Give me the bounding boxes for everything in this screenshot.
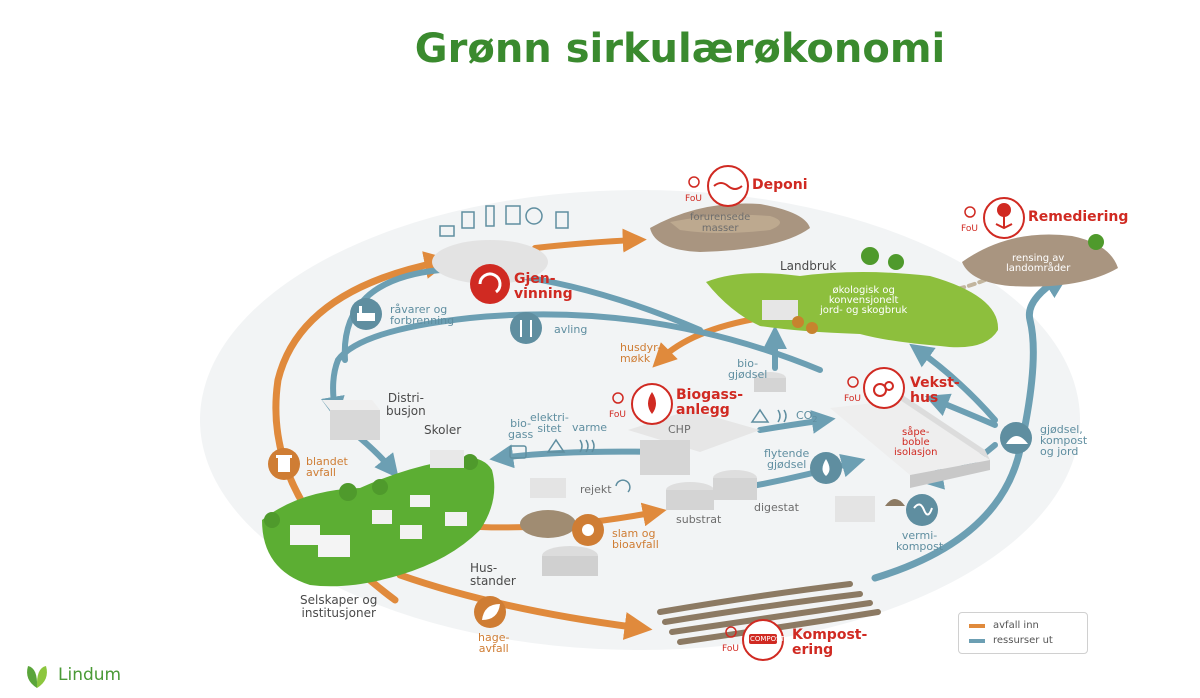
arrow-to-veksthus bbox=[924, 393, 998, 428]
trash-bin-icon bbox=[276, 455, 292, 472]
remediering-label: Remediering bbox=[1028, 209, 1129, 225]
fou-label-kompost: FoU bbox=[722, 644, 739, 654]
deponi-label: Deponi bbox=[752, 177, 808, 193]
recycle-icon bbox=[478, 272, 502, 294]
chp-label: CHP bbox=[668, 423, 691, 436]
kompostering-label: Kompost- ering bbox=[792, 627, 868, 658]
arrow-outer-bottom-blue bbox=[871, 271, 1071, 582]
deponi-sub: forurensede masser bbox=[690, 212, 751, 234]
arrow-gjenvinning-to-deponi bbox=[532, 228, 647, 253]
kompost-rows bbox=[657, 581, 881, 645]
recycle-small-icon bbox=[615, 479, 631, 493]
landbruk-label: Landbruk bbox=[780, 259, 837, 273]
vermikompost-label: vermi- kompost bbox=[896, 529, 944, 553]
remediering-mound bbox=[962, 234, 1118, 287]
husdyrmokk-label: husdyr- møkk bbox=[620, 341, 661, 365]
hageavfall-label: hage- avfall bbox=[478, 631, 510, 655]
slam-label: slam og bioavfall bbox=[612, 527, 659, 551]
arrow-energy-to-city bbox=[489, 444, 663, 469]
biogass-label: Biogass- anlegg bbox=[676, 387, 744, 418]
bubbles-icon bbox=[873, 381, 894, 397]
landbruk-sub: økologisk og konvensjonelt jord- og skog… bbox=[820, 285, 908, 316]
landbruk-field bbox=[706, 272, 999, 348]
co2-subscript: 2 bbox=[812, 415, 818, 425]
varme-label: varme bbox=[572, 421, 608, 434]
digestat-label: digestat bbox=[754, 501, 799, 514]
apple-core-icon bbox=[582, 524, 594, 536]
biogjodsel-label: bio- gjødsel bbox=[728, 357, 768, 381]
remediering-sub: rensing av landområder bbox=[1006, 253, 1071, 274]
waves-icon bbox=[713, 182, 743, 190]
soil-pile-icon bbox=[1006, 436, 1028, 444]
page-title: Grønn sirkulærøkonomi bbox=[414, 26, 946, 72]
heat-icon-2 bbox=[777, 409, 787, 423]
biogass-plant bbox=[628, 372, 786, 510]
legend-text-waste-in: avfall inn bbox=[993, 620, 1039, 631]
water-drop-icon bbox=[822, 459, 830, 476]
lindum-logo-text: Lindum bbox=[58, 665, 122, 685]
arrow-right-loop-blue bbox=[909, 343, 998, 423]
flame-icon bbox=[648, 392, 656, 414]
fou-label-remediering: FoU bbox=[961, 224, 978, 234]
bus-icon bbox=[509, 445, 527, 459]
veksthus-greenhouse bbox=[830, 392, 990, 488]
selskaper-label: Selskaper og institusjoner bbox=[300, 593, 378, 620]
rejekt-label: rejekt bbox=[580, 483, 612, 496]
co2-text: CO bbox=[796, 409, 813, 422]
arrow-distribusjon-to-city bbox=[357, 435, 399, 479]
legend-text-resources-out: ressurser ut bbox=[993, 635, 1053, 646]
veksthus-label: Vekst- hus bbox=[910, 375, 960, 406]
elektrisitet-label: elektri- sitet bbox=[530, 411, 569, 435]
skoler-label: Skoler bbox=[424, 423, 462, 437]
factory-icon bbox=[357, 306, 375, 321]
ravarer-label: råvarer og forbrenning bbox=[390, 303, 455, 327]
worm-icon bbox=[913, 503, 933, 516]
heat-icon bbox=[579, 439, 595, 453]
gjenvinning-platform bbox=[432, 240, 548, 284]
husstander-label: Hus- stander bbox=[470, 561, 516, 588]
leaf-icon bbox=[482, 604, 500, 620]
veksthus-sub: såpe- boble isolasjon bbox=[894, 427, 938, 458]
compost-badge-text: COMPOST bbox=[750, 635, 785, 643]
trees bbox=[264, 234, 1104, 528]
lindum-logo-icon bbox=[27, 666, 47, 688]
fou-label-biogass: FoU bbox=[609, 410, 626, 420]
biogas-label: bio- gass bbox=[508, 417, 534, 441]
compost-badge-icon bbox=[749, 634, 777, 644]
blandet-avfall-label: blandet avfall bbox=[306, 455, 348, 479]
cow-pig-icons bbox=[792, 316, 818, 334]
legend-swatch-waste-in bbox=[969, 624, 985, 628]
buildings bbox=[290, 300, 875, 557]
fou-label-veksthus: FoU bbox=[844, 394, 861, 404]
legend-swatch-resources-out bbox=[969, 639, 985, 643]
cutlery-icon bbox=[520, 320, 532, 337]
gjodsel-kompost-label: gjødsel, kompost og jord bbox=[1040, 423, 1088, 458]
legend: avfall inn ressurser ut bbox=[958, 612, 1088, 654]
distribusjon-label: Distri- busjon bbox=[386, 391, 426, 418]
substrat-label: substrat bbox=[676, 513, 722, 526]
co2-label: CO2 bbox=[796, 410, 817, 425]
arrow-co2-to-veksthus bbox=[757, 409, 836, 434]
electricity-icon bbox=[546, 438, 566, 453]
flytende-gjodsel-label: flytende gjødsel bbox=[764, 447, 810, 471]
arrow-avling bbox=[320, 311, 823, 421]
avling-label: avling bbox=[554, 323, 588, 336]
electricity-icon-2 bbox=[750, 408, 770, 423]
arrow-hageavfall bbox=[396, 571, 653, 640]
lightbulb-icons bbox=[612, 176, 976, 638]
fou-label-deponi: FoU bbox=[685, 194, 702, 204]
recyclable-items-icons bbox=[439, 205, 569, 237]
slam-pile bbox=[520, 510, 576, 538]
gjenvinning-label: Gjen- vinning bbox=[514, 271, 573, 302]
